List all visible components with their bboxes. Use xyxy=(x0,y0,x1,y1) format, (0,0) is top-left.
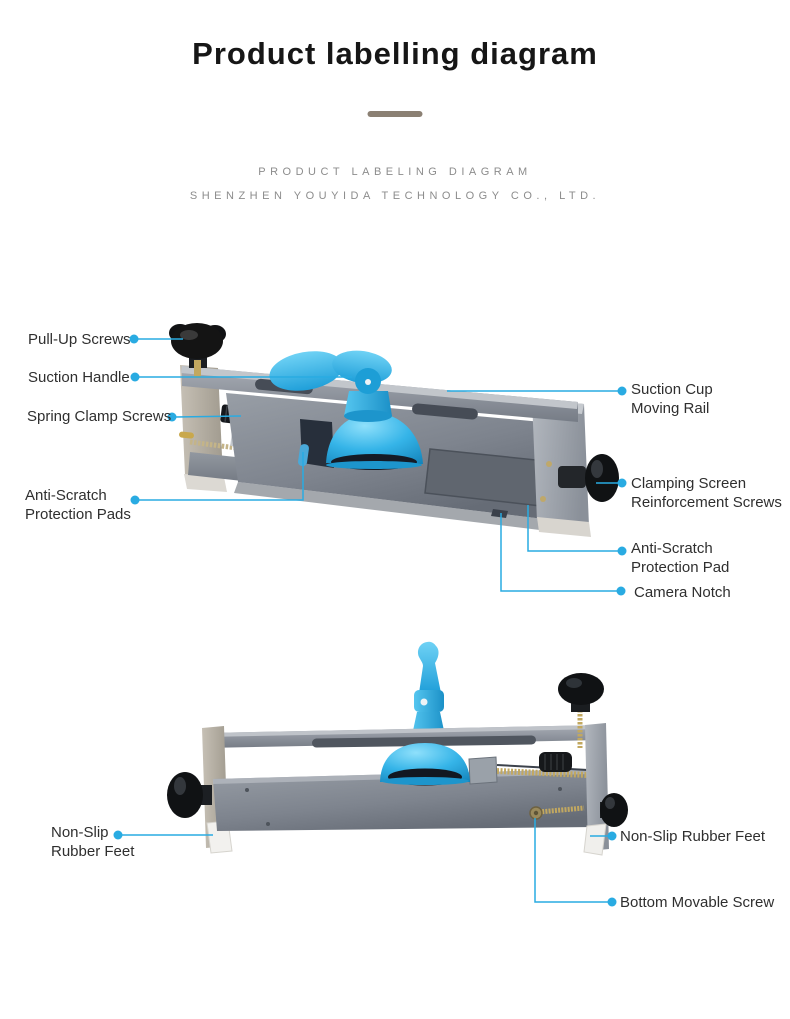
rubber-foot-right xyxy=(583,823,607,856)
callout-label-non-slip-rubber-feet-left: Non-Slip Rubber Feet xyxy=(51,824,135,860)
clamping-knob xyxy=(558,454,619,502)
callout-label-clamping-screen-reinforcement-screws: Clamping Screen Reinforcement Screws xyxy=(631,475,782,511)
camera-notch-mark xyxy=(491,509,508,518)
callout-dot xyxy=(616,586,626,596)
side-left-knob xyxy=(167,772,212,818)
callout-label-spring-clamp-screws: Spring Clamp Screws xyxy=(27,408,172,425)
side-view-photo xyxy=(167,641,628,856)
callout-dot xyxy=(617,386,627,396)
callout-dot xyxy=(129,334,139,344)
callout-label-bottom-movable-screw: Bottom Movable Screw xyxy=(620,894,775,911)
left-plate xyxy=(180,365,223,478)
callout-line-spring-clamp-screws xyxy=(175,415,242,418)
side-lever xyxy=(411,641,446,740)
rail-slot xyxy=(312,735,536,748)
callout-label-camera-notch: Camera Notch xyxy=(634,584,731,601)
ridged-knob xyxy=(539,752,572,772)
pull-up-knob xyxy=(169,323,226,378)
subtitle-product-labeling: PRODUCT LABELING DIAGRAM xyxy=(258,166,532,178)
callout-line-anti-scratch-protection-pad xyxy=(527,505,618,552)
page-title: Product labelling diagram xyxy=(192,36,598,71)
rail-slot xyxy=(412,403,478,420)
callout-dot xyxy=(130,372,140,382)
callout-label-suction-handle: Suction Handle xyxy=(28,369,130,386)
callout-dot xyxy=(617,478,627,488)
callout-dot xyxy=(607,897,617,907)
side-right-knob xyxy=(600,793,628,827)
callout-label-pull-up-screws: Pull-Up Screws xyxy=(28,331,131,348)
callout-dot xyxy=(167,412,177,422)
callout-dot xyxy=(130,495,140,505)
callout-label-anti-scratch-protection-pads: Anti-Scratch Protection Pads xyxy=(25,487,131,523)
callout-dot xyxy=(617,546,627,556)
side-body xyxy=(213,769,596,831)
title-divider xyxy=(367,111,423,117)
callout-label-non-slip-rubber-feet-right: Non-Slip Rubber Feet xyxy=(620,828,766,845)
subtitle-company: SHENZHEN YOUYIDA TECHNOLOGY CO., LTD. xyxy=(189,190,601,202)
callout-line-bottom-movable-screw xyxy=(534,818,608,903)
suction-cup xyxy=(326,413,423,470)
callout-label-suction-cup-moving-rail: Suction Cup Moving Rail xyxy=(631,381,713,417)
callout-line-anti-scratch-protection-pads xyxy=(139,452,304,501)
callout-label-anti-scratch-protection-pad: Anti-Scratch Protection Pad xyxy=(631,540,730,576)
side-suction-cup xyxy=(380,743,470,786)
callout-line-camera-notch xyxy=(500,513,617,592)
bottom-movable-screw-part xyxy=(529,805,585,820)
top-view-photo xyxy=(169,323,619,537)
callout-dot xyxy=(607,831,617,841)
top-right-knob xyxy=(558,673,604,748)
suction-handle-knob xyxy=(269,350,392,422)
callout-dot xyxy=(113,830,123,840)
